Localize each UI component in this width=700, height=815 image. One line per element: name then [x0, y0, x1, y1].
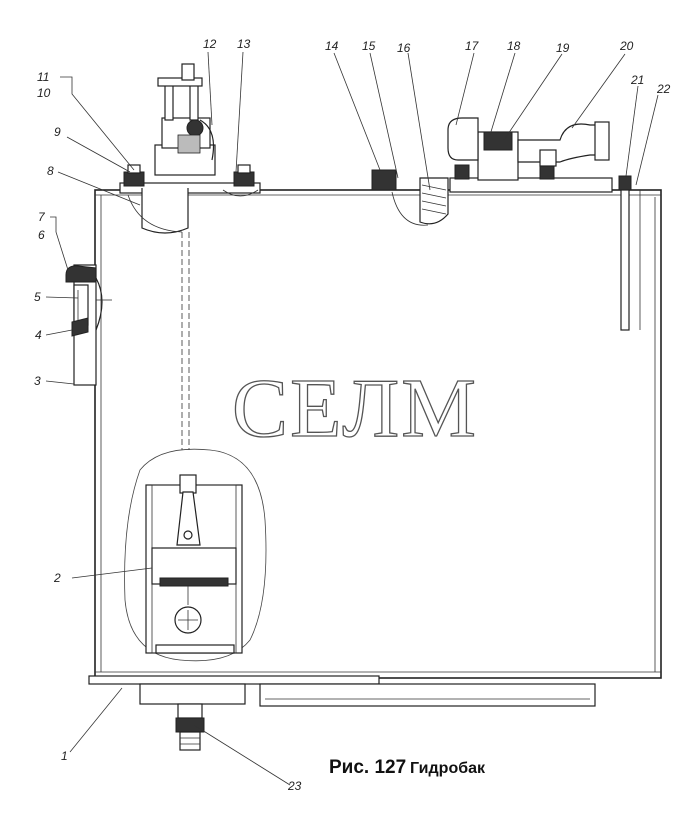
figure-caption: Рис. 127 Гидробак	[329, 757, 486, 778]
callout-8: 8	[47, 164, 54, 178]
callout-3: 3	[34, 374, 41, 388]
callout-11: 11	[37, 70, 49, 84]
dipstick	[618, 175, 641, 331]
top-fittings	[371, 117, 613, 226]
callout-18: 18	[507, 39, 521, 53]
callout-16: 16	[397, 41, 411, 55]
callout-7: 7	[38, 210, 46, 224]
callout-5: 5	[34, 290, 41, 304]
filler-assembly	[119, 63, 261, 234]
caption-title: Гидробак	[410, 760, 486, 777]
callout-21: 21	[630, 73, 644, 87]
rod	[181, 232, 190, 450]
callout-14: 14	[325, 39, 339, 53]
callout-labels: 1 2 3 4 5 6 7 8 9 10 11 12 13 14 15 16 1…	[34, 37, 671, 793]
caption-figure-number: Рис. 127	[329, 757, 406, 778]
callout-10: 10	[37, 86, 51, 100]
callout-23: 23	[287, 779, 302, 793]
callout-4: 4	[35, 328, 42, 342]
callout-17: 17	[465, 39, 480, 53]
level-gauge	[65, 264, 112, 386]
callout-9: 9	[54, 125, 61, 139]
callout-15: 15	[362, 39, 376, 53]
callout-13: 13	[237, 37, 251, 51]
leader-lines	[45, 51, 659, 786]
callout-1: 1	[61, 749, 68, 763]
watermark: СЕЛМ	[232, 362, 478, 455]
callout-22: 22	[656, 82, 671, 96]
drain-plug	[175, 703, 205, 751]
callout-20: 20	[619, 39, 634, 53]
callout-19: 19	[556, 41, 570, 55]
filter-element	[124, 448, 267, 662]
callout-12: 12	[203, 37, 217, 51]
callout-2: 2	[53, 571, 61, 585]
callout-6: 6	[38, 228, 45, 242]
